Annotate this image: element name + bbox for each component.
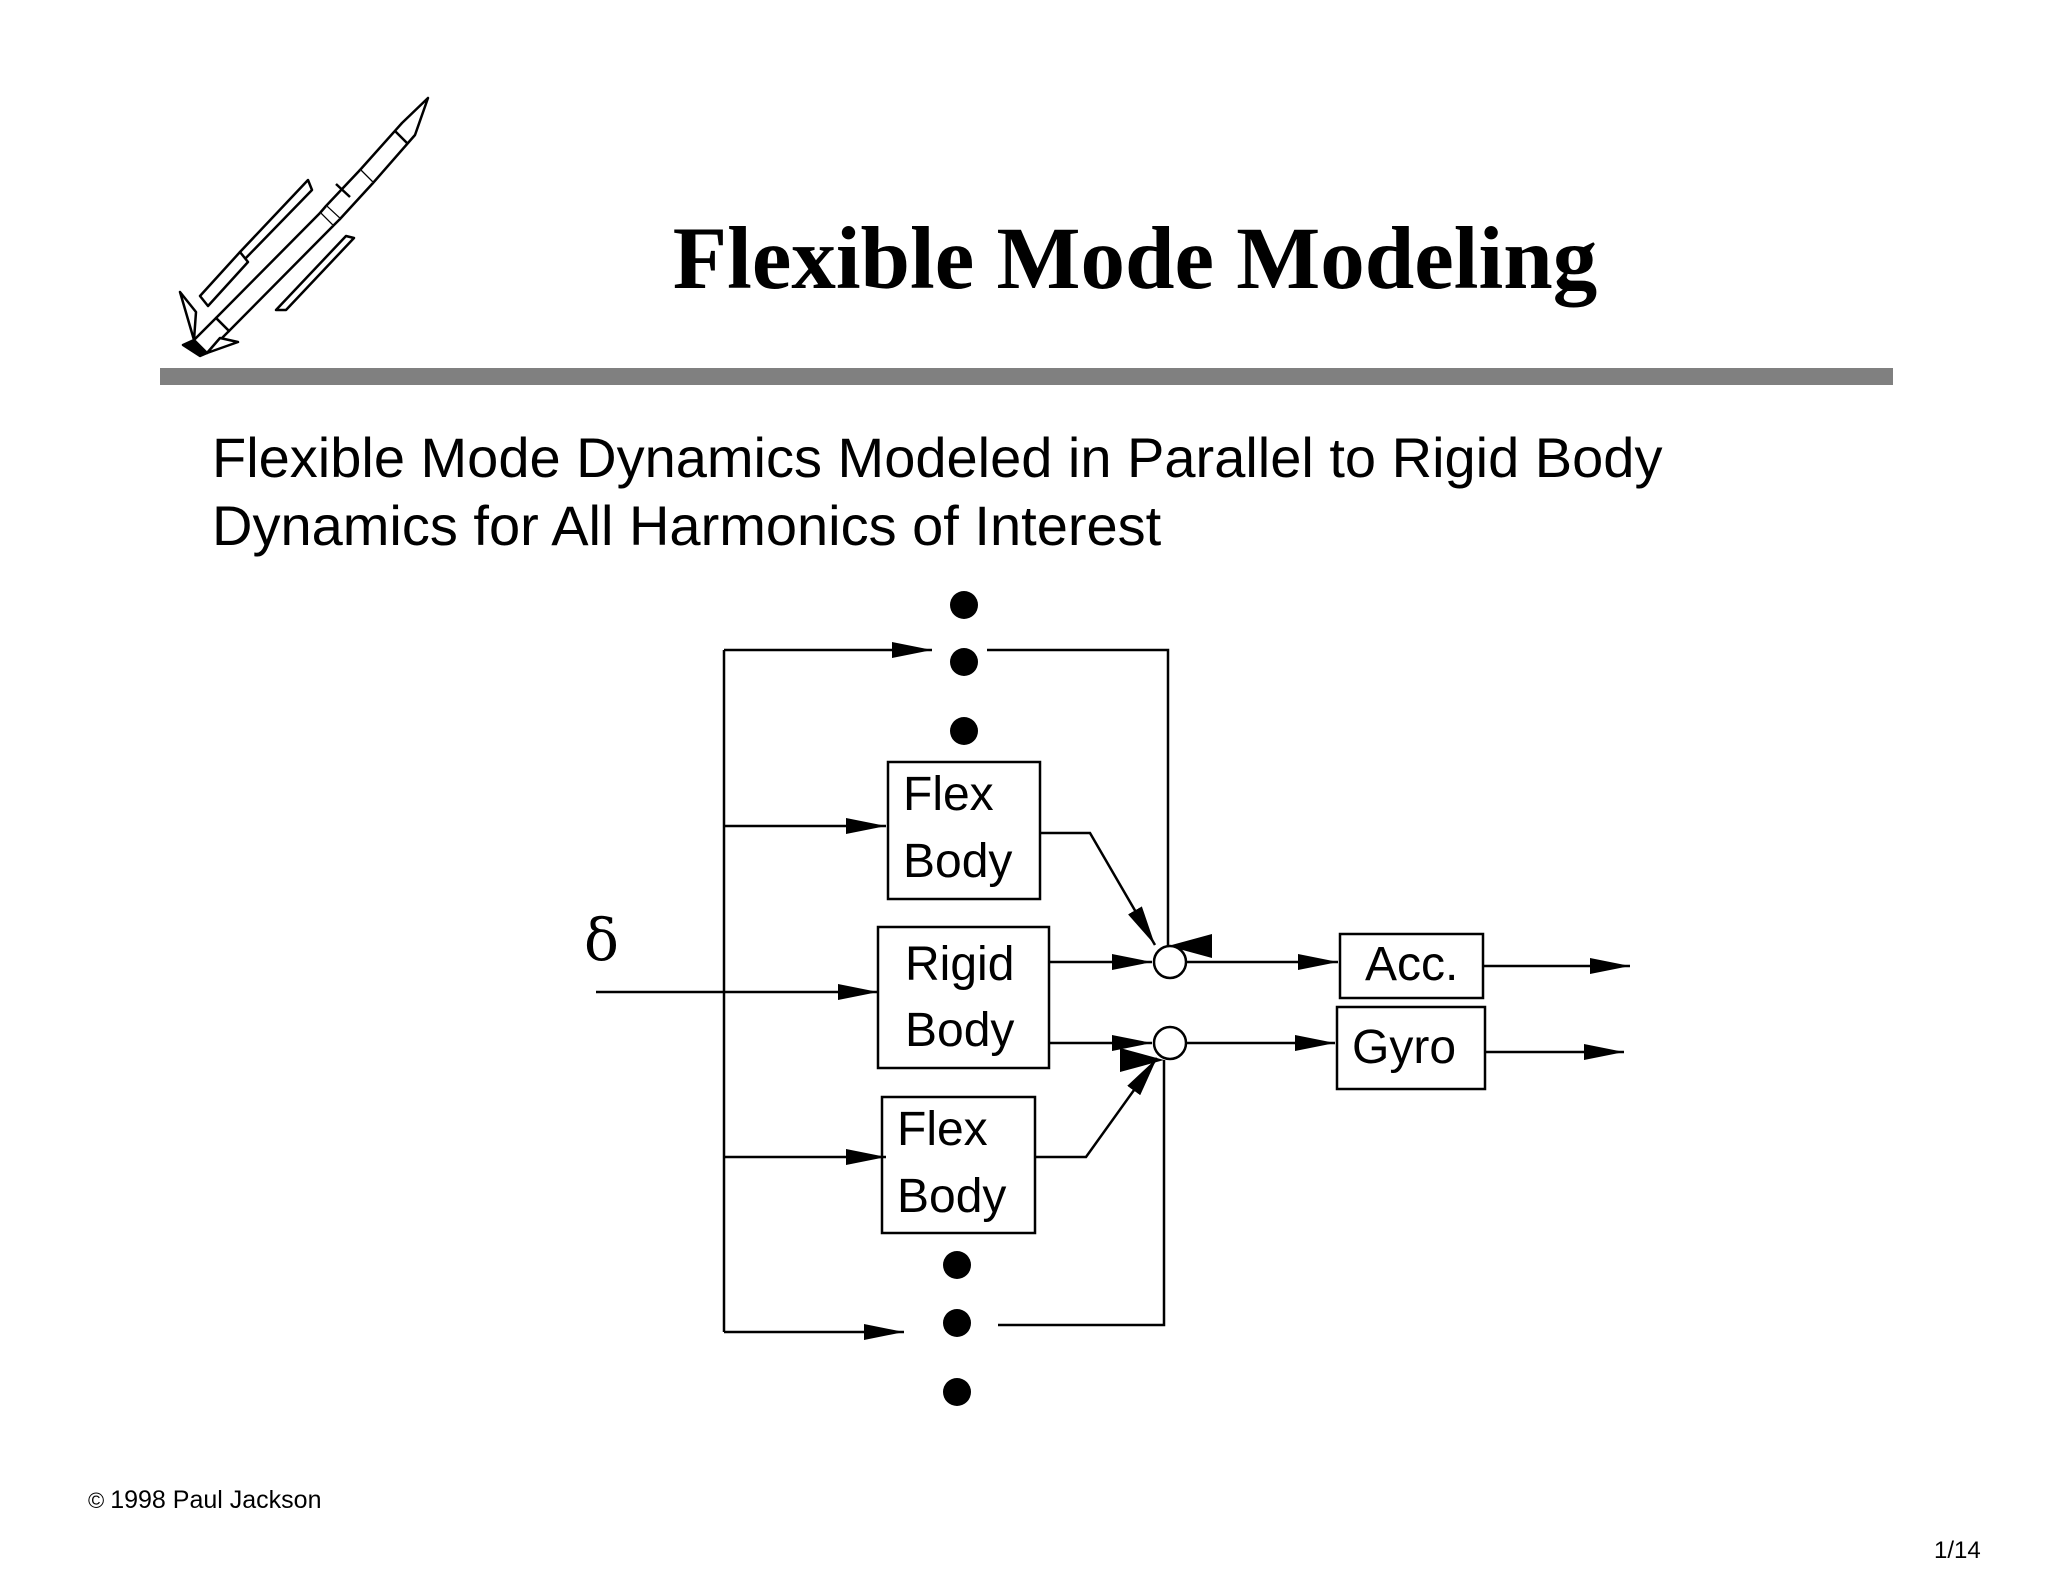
rigid-label-1: Rigid: [905, 938, 1014, 991]
copyright: ©1998 Paul Jackson: [88, 1486, 321, 1515]
acc-label: Acc.: [1365, 938, 1458, 991]
flex-top-label-1: Flex: [903, 768, 994, 821]
rigid-label-2: Body: [905, 1004, 1014, 1057]
subtitle: Flexible Mode Dynamics Modeled in Parall…: [212, 424, 1912, 560]
gyro-label: Gyro: [1352, 1021, 1456, 1074]
flex-bottom-feed: [1035, 1057, 1159, 1159]
subtitle-line-2: Dynamics for All Harmonics of Interest: [212, 494, 1162, 557]
title-divider: [160, 368, 1893, 385]
rigid-body-block: [876, 925, 1051, 1070]
flex-bottom-label-2: Body: [897, 1170, 1006, 1223]
top-ellipsis-feed: [987, 648, 1212, 958]
input-delta-label: δ: [584, 906, 619, 974]
ellipsis-dot-top-1: [950, 591, 978, 619]
summing-junction-top: [1152, 944, 1188, 980]
ellipsis-dot-top-3: [950, 717, 978, 745]
flex-top-label-2: Body: [903, 835, 1012, 888]
gyro-block: [1335, 1005, 1487, 1091]
summing-junction-bottom: [1152, 1025, 1188, 1061]
flex-body-bottom-block: [880, 1095, 1037, 1235]
ellipsis-dot-bottom-3: [943, 1378, 971, 1406]
subtitle-line-1: Flexible Mode Dynamics Modeled in Parall…: [212, 426, 1663, 489]
copyright-symbol: ©: [88, 1488, 105, 1513]
flex-top-feed: [1040, 831, 1157, 946]
bottom-ellipsis-feed: [998, 1048, 1166, 1327]
page-title: Flexible Mode Modeling: [672, 210, 1598, 308]
ellipsis-dot-bottom-2: [943, 1309, 971, 1337]
flex-bottom-label-1: Flex: [897, 1103, 988, 1156]
page-number: 1/14: [1934, 1537, 1981, 1564]
ellipsis-dot-bottom-1: [943, 1251, 971, 1279]
flex-body-top-block: [886, 760, 1042, 901]
copyright-text: 1998 Paul Jackson: [110, 1486, 322, 1514]
ellipsis-dot-top-2: [950, 648, 978, 676]
